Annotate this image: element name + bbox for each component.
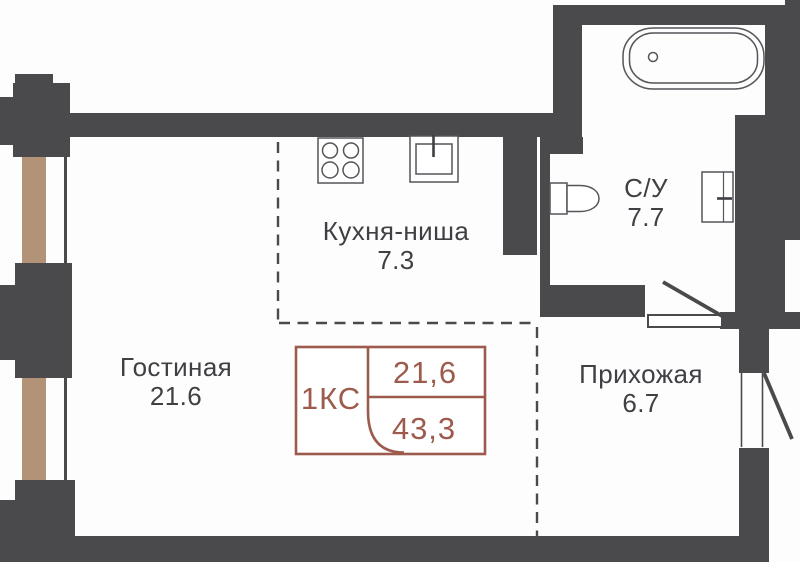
living-label: Гостиная 21.6 bbox=[120, 353, 232, 411]
wall-bath-east-wide bbox=[735, 115, 800, 240]
badge-living-area: 21,6 bbox=[392, 355, 458, 390]
wall-bath-west-mid bbox=[540, 137, 583, 154]
wall-entry-jamb-top bbox=[739, 329, 769, 373]
wall-mid-pillar bbox=[15, 263, 72, 378]
wall-bath-top-corner bbox=[785, 0, 800, 25]
bathtub-icon bbox=[622, 27, 765, 90]
wall-bath-top-band bbox=[553, 5, 800, 25]
hallway-area: 6.7 bbox=[622, 388, 660, 418]
wall-bottom-block bbox=[15, 480, 75, 562]
window-inner-line bbox=[64, 153, 67, 492]
living-name: Гостиная bbox=[119, 352, 233, 382]
wall-kitchen-divider bbox=[503, 137, 537, 255]
apartment-badge: 1КС 21,6 43,3 bbox=[294, 345, 488, 457]
bathroom-label: С/У 7.7 bbox=[624, 174, 668, 232]
badge-type: 1КС bbox=[300, 381, 362, 416]
wall-entry-jamb-bottom bbox=[739, 448, 769, 538]
kitchen-area: 7.3 bbox=[377, 245, 415, 275]
wall-bath-west-upper bbox=[553, 5, 582, 137]
kitchen-name: Кухня-ниша bbox=[322, 216, 470, 246]
kitchen-sink-icon bbox=[409, 135, 459, 183]
wall-hall-top-arm bbox=[720, 312, 800, 329]
hallway-label: Прихожая 6.7 bbox=[579, 360, 703, 418]
living-area: 21.6 bbox=[149, 381, 203, 411]
wall-top-band bbox=[66, 113, 582, 137]
wall-hall-east-block bbox=[735, 240, 785, 312]
wall-bath-south bbox=[540, 285, 645, 317]
bath-door-threshold bbox=[647, 314, 723, 328]
kitchen-label: Кухня-ниша 7.3 bbox=[323, 217, 469, 275]
bath-door-swing-line bbox=[662, 280, 723, 318]
entry-door-swing-line bbox=[762, 372, 794, 440]
wall-top-pillar-arm bbox=[0, 97, 13, 145]
wall-bottom-block-arm bbox=[0, 500, 15, 562]
window-glazing-2 bbox=[22, 378, 46, 480]
bathroom-name: С/У bbox=[624, 173, 668, 203]
toilet-icon bbox=[549, 182, 600, 215]
badge-total-area: 43,3 bbox=[391, 411, 457, 446]
badge-frame bbox=[294, 345, 487, 456]
wall-bath-east-upper bbox=[765, 25, 800, 115]
wall-top-pillar-cap bbox=[15, 74, 53, 83]
stove-icon bbox=[317, 137, 364, 184]
hallway-name: Прихожая bbox=[579, 359, 703, 389]
wall-bath-west-lower bbox=[540, 154, 550, 285]
bathroom-area: 7.7 bbox=[627, 202, 665, 232]
window-glazing-1 bbox=[22, 157, 46, 263]
wall-bottom-band bbox=[73, 536, 769, 562]
wall-mid-pillar-arm bbox=[0, 285, 15, 360]
sink-icon bbox=[701, 171, 734, 223]
wall-top-pillar bbox=[13, 83, 70, 157]
